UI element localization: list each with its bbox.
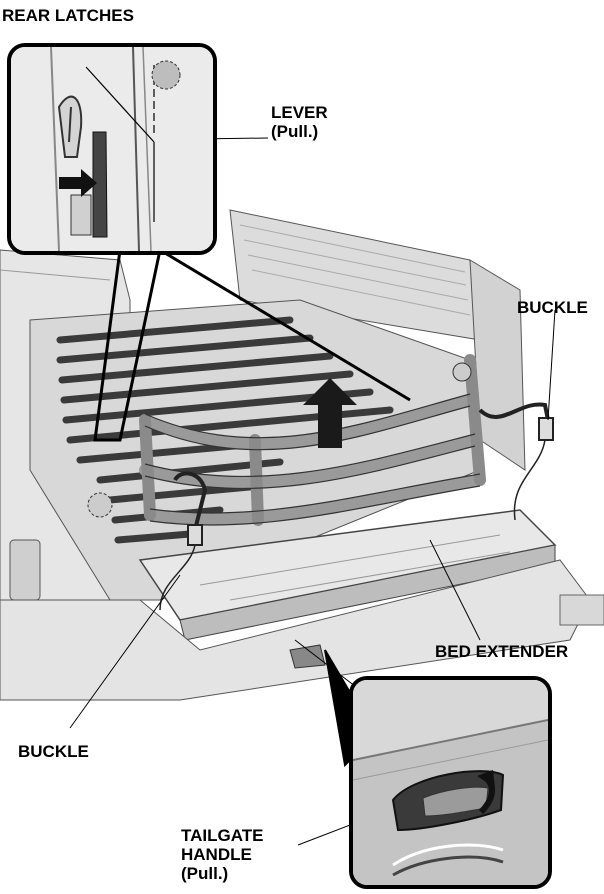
label-tailgate-line3: (Pull.): [181, 864, 229, 883]
strap-right: [478, 402, 550, 421]
label-bed-extender: BED EXTENDER: [435, 642, 569, 661]
label-tailgate-line2: HANDLE: [181, 845, 252, 864]
latch-right: [452, 362, 472, 382]
tailgate-handle-inset: [349, 676, 552, 889]
buckle-left-part: [187, 524, 203, 546]
label-lever-line2: (Pull.): [271, 122, 319, 141]
hitch: [289, 644, 326, 669]
label-rear-latches: REAR LATCHES: [2, 6, 134, 25]
lift-arrow-icon: [303, 378, 357, 448]
label-buckle-right: BUCKLE: [517, 298, 588, 317]
label-lever: LEVER (Pull.): [271, 103, 328, 141]
label-lever-line1: LEVER: [271, 103, 328, 122]
buckle-right-part: [538, 417, 554, 441]
label-buckle-left: BUCKLE: [18, 742, 89, 761]
label-tailgate-handle: TAILGATE HANDLE (Pull.): [181, 826, 263, 883]
bed-extender: [139, 354, 486, 526]
latch-left: [87, 492, 113, 518]
arrow-right-icon: [59, 169, 97, 197]
label-tailgate-line1: TAILGATE: [181, 826, 264, 845]
rear-latch-inset: [7, 43, 217, 255]
strap-left: [173, 471, 208, 531]
bed-mat-stripes: [56, 316, 394, 544]
curved-arrow-icon: [477, 770, 496, 815]
